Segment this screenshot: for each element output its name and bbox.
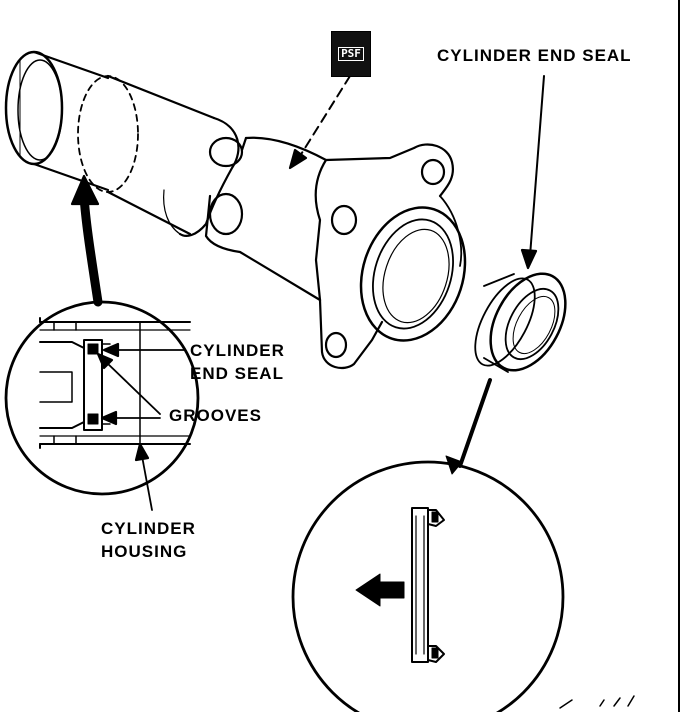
inset-end-seal-label-line2: END SEAL [190,364,284,383]
cylinder-housing-label-line2: HOUSING [101,542,188,561]
psf-label: PSF [338,47,364,61]
valve-housing [204,136,467,370]
psf-fluid-icon: PSF [331,31,371,77]
page-corner-mark [559,695,635,709]
end-seal-leader-arrowhead [520,248,538,270]
direction-arrow-icon [355,573,405,607]
groove-detail-inset [4,174,200,511]
psf-leader-arrowhead [288,148,308,170]
inset-end-seal-label-line1: CYLINDER [190,341,285,360]
psf-leader-line [299,75,351,157]
cylinder-end-seal-label: CYLINDER END SEAL [437,46,632,65]
cylinder-housing-label-line1: CYLINDER [101,519,196,538]
cylinder-tube [4,50,240,237]
cylinder-end-seal [474,272,567,373]
seal-orientation-inset [291,378,565,712]
grooves-label: GROOVES [169,406,262,425]
end-seal-leader-line [529,75,545,257]
